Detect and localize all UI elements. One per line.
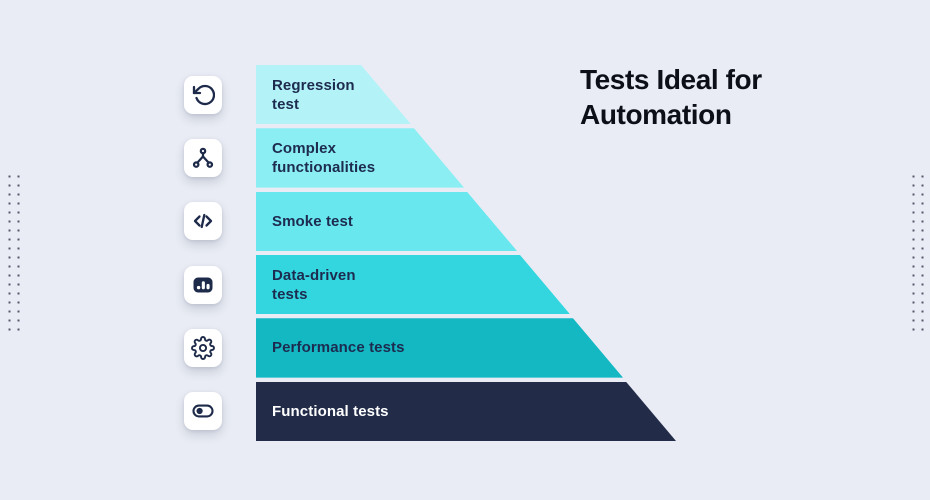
page-title-line-1: Tests Ideal for — [580, 64, 762, 95]
tile-performance-tests — [184, 329, 222, 367]
branch-icon — [191, 146, 215, 170]
tile-regression-test — [184, 76, 222, 114]
tile-complex-functionalities — [184, 139, 222, 177]
funnel-layer-complex-functionalities: Complex functionalities — [256, 128, 464, 188]
code-icon — [191, 209, 215, 233]
funnel-layer-performance-tests: Performance tests — [256, 318, 623, 378]
funnel-layer-data-driven-tests: Data-driven tests — [256, 255, 570, 315]
tile-data-driven-tests — [184, 266, 222, 304]
dot-grid-left — [4, 171, 26, 336]
tile-smoke-test — [184, 202, 222, 240]
tile-functional-tests — [184, 392, 222, 430]
rotate-ccw-icon — [191, 83, 215, 107]
funnel-layer-label: Functional tests — [272, 402, 389, 420]
funnel-layer-regression-test: Regression test — [256, 65, 411, 125]
funnel-layer-label: Complex functionalities — [272, 139, 376, 176]
bar-chart-icon — [191, 273, 215, 297]
dot-grid-right — [908, 171, 930, 336]
page-title: Tests Ideal for Automation — [580, 62, 910, 132]
page-title-line-2: Automation — [580, 99, 732, 130]
funnel-layer-smoke-test: Smoke test — [256, 191, 517, 251]
funnel-layer-label: Performance tests — [272, 339, 405, 357]
toggle-icon — [191, 399, 215, 423]
automation-test-funnel: Regression test Complex functionalities … — [256, 65, 676, 441]
gear-icon — [191, 336, 215, 360]
funnel-layer-functional-tests: Functional tests — [256, 381, 676, 441]
funnel-layer-label: Smoke test — [272, 212, 354, 230]
funnel-layer-label: Regression test — [272, 76, 355, 113]
funnel-layer-label: Data-driven tests — [272, 266, 356, 303]
